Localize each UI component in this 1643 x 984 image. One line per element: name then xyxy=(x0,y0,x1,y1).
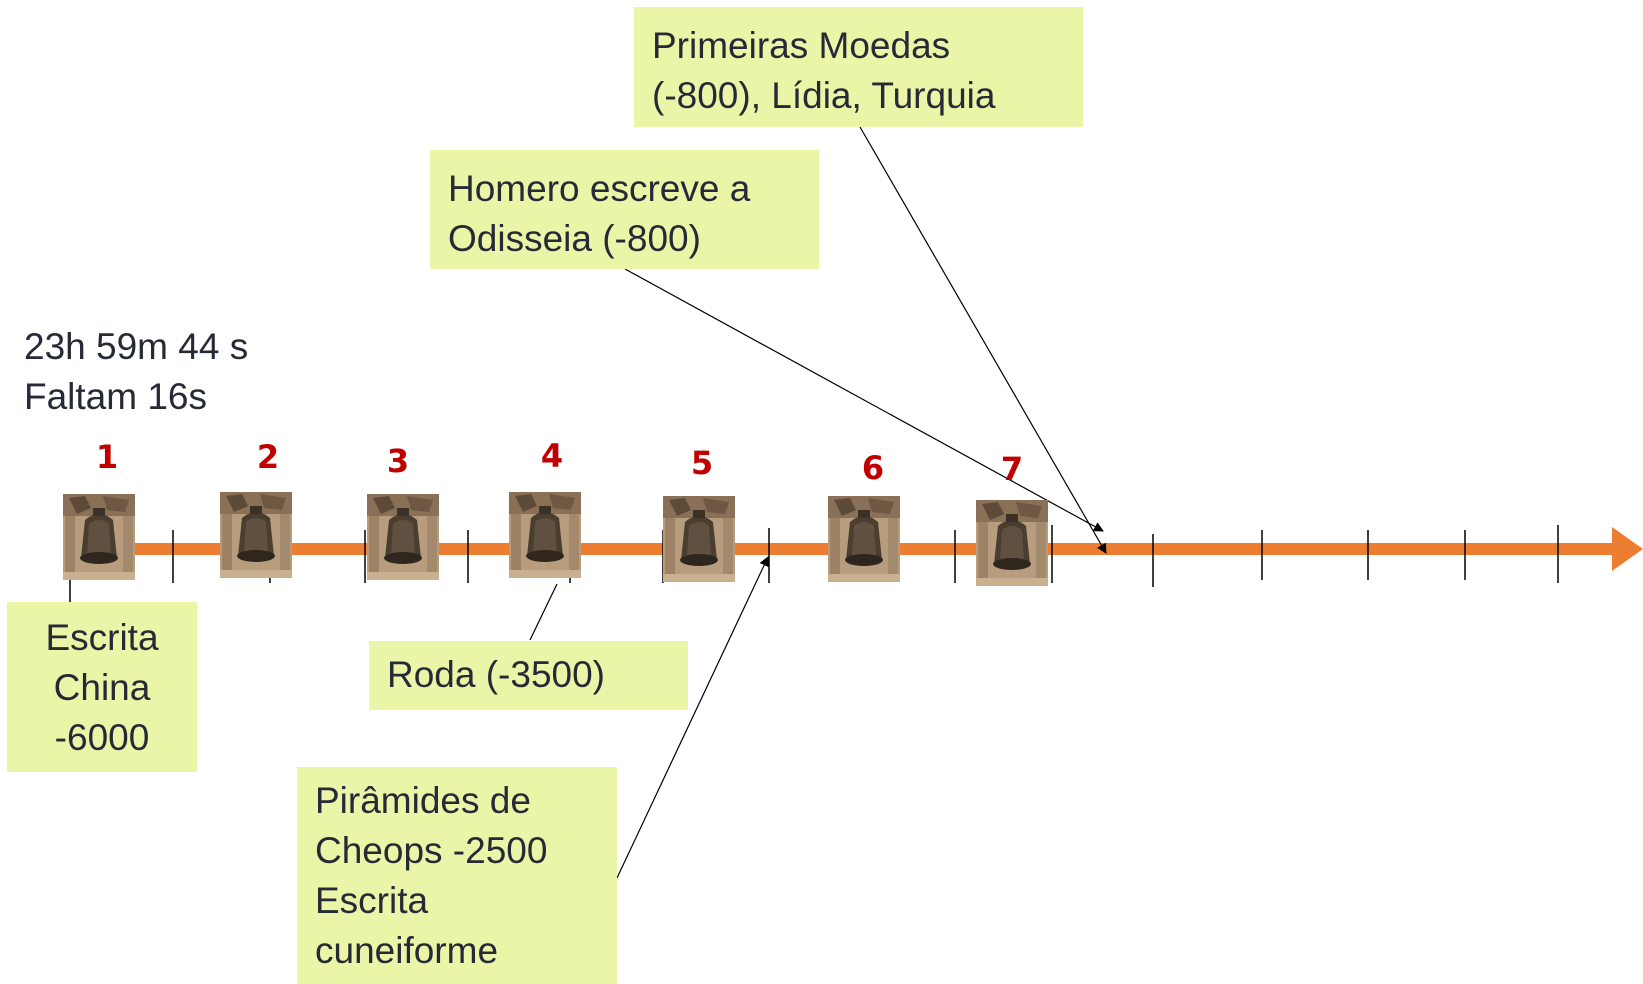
note-line: Pirâmides de xyxy=(315,780,531,821)
bell-icon xyxy=(367,494,439,580)
bell-number-5: 5 xyxy=(690,444,714,482)
clock-time: 23h 59m 44 s xyxy=(24,326,249,367)
note-line: Odisseia (-800) xyxy=(448,218,701,259)
bell-icon xyxy=(663,496,735,582)
bell-number-1: 1 xyxy=(95,438,119,476)
clock-remaining: Faltam 16s xyxy=(24,376,208,417)
note-line: China xyxy=(53,667,151,708)
note-homero: Homero escreve a Odisseia (-800) xyxy=(430,150,819,269)
bell-icon xyxy=(220,492,292,578)
timeline-arrow-head-icon xyxy=(1612,527,1643,571)
bell-icon xyxy=(509,492,581,578)
note-primeiras-moedas: Primeiras Moedas (-800), Lídia, Turquia xyxy=(634,7,1083,127)
note-line: Roda (-3500) xyxy=(387,654,606,695)
connector-roda xyxy=(529,583,558,641)
note-line: Cheops -2500 xyxy=(315,830,548,871)
bell-icon xyxy=(976,500,1048,586)
bell-icon xyxy=(828,496,900,582)
bell-number-4: 4 xyxy=(540,437,564,475)
note-piramides: Pirâmides de Cheops -2500 Escrita cuneif… xyxy=(297,767,617,984)
connector-homero xyxy=(624,268,1104,532)
note-line: Homero escreve a xyxy=(448,168,751,209)
note-line: Primeiras Moedas xyxy=(652,25,951,66)
connector-piramides xyxy=(616,556,769,879)
note-line: -6000 xyxy=(54,717,150,758)
note-line: Escrita xyxy=(45,617,159,658)
note-escrita-china: Escrita China -6000 xyxy=(7,602,197,772)
bell-number-2: 2 xyxy=(256,438,280,476)
bell-icon xyxy=(63,494,135,580)
timeline-ticks xyxy=(69,525,1559,602)
note-line: cuneiforme xyxy=(315,930,499,971)
bell-number-7: 7 xyxy=(1000,450,1024,488)
clock-text: 23h 59m 44 s Faltam 16s xyxy=(24,322,248,422)
connector-moedas xyxy=(859,126,1107,554)
bell-number-6: 6 xyxy=(861,449,885,487)
note-roda: Roda (-3500) xyxy=(369,641,688,710)
note-line: Escrita xyxy=(315,880,429,921)
bell-number-3: 3 xyxy=(386,442,410,480)
note-line: (-800), Lídia, Turquia xyxy=(652,75,996,116)
